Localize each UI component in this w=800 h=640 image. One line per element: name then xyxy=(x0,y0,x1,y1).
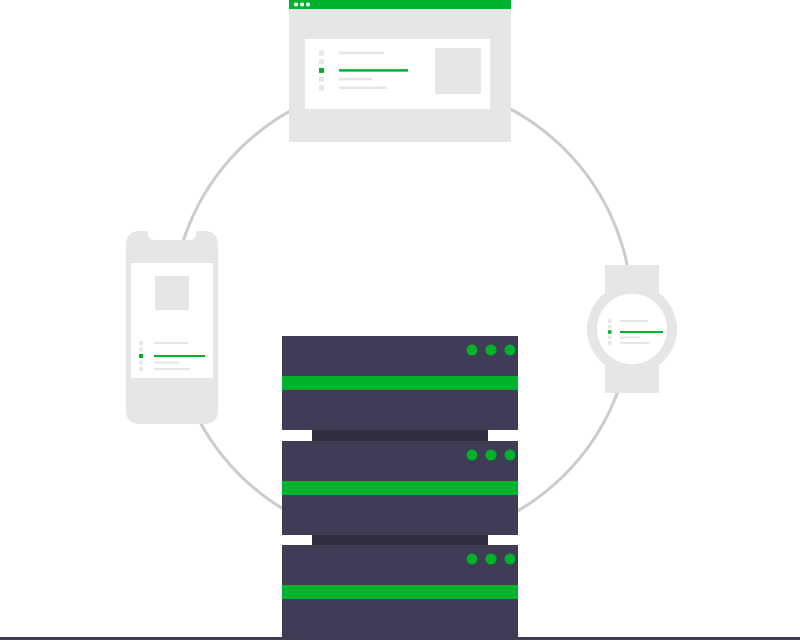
list-bullet xyxy=(608,341,612,345)
list-bullet xyxy=(319,59,324,65)
server-connector xyxy=(312,535,488,545)
smartwatch-icon xyxy=(587,265,677,393)
list-line xyxy=(339,86,387,90)
smartphone-icon xyxy=(126,231,218,424)
server-unit-stripe xyxy=(282,585,518,599)
phone-image-placeholder xyxy=(155,276,189,310)
server-unit-stripe xyxy=(282,376,518,390)
list-line xyxy=(154,355,205,357)
status-light xyxy=(504,449,516,461)
status-light xyxy=(466,553,478,565)
browser-list xyxy=(319,50,408,91)
list-line xyxy=(339,69,408,72)
browser-dot-2 xyxy=(300,2,304,7)
phone-list xyxy=(139,341,205,371)
list-line xyxy=(154,361,179,364)
browser-dot-3 xyxy=(306,2,310,7)
browser-image-placeholder xyxy=(435,48,481,94)
list-line xyxy=(154,342,188,344)
watch-face xyxy=(597,294,667,364)
list-bullet xyxy=(319,67,324,73)
list-line xyxy=(339,77,372,81)
list-bullet xyxy=(139,341,143,345)
status-light xyxy=(466,449,478,461)
list-bullet xyxy=(139,360,143,365)
list-bullet xyxy=(139,347,143,352)
status-light xyxy=(485,553,497,565)
status-light xyxy=(504,553,516,565)
list-line xyxy=(339,51,384,55)
list-bullet xyxy=(608,335,612,340)
list-bullet xyxy=(139,367,143,371)
status-light xyxy=(485,344,497,356)
server-unit-stripe xyxy=(282,481,518,495)
list-line xyxy=(154,368,190,370)
server-rack-icon xyxy=(282,336,518,639)
list-line xyxy=(620,342,650,344)
status-light xyxy=(466,344,478,356)
server-connector xyxy=(312,430,488,441)
watch-list xyxy=(608,319,663,345)
browser-dot-1 xyxy=(294,2,298,7)
list-bullet xyxy=(319,50,324,56)
list-bullet xyxy=(608,319,612,323)
list-bullet xyxy=(319,76,324,82)
list-bullet xyxy=(608,324,612,329)
browser-title-bar xyxy=(289,0,511,9)
list-line xyxy=(620,331,663,333)
status-light xyxy=(485,449,497,461)
status-light xyxy=(504,344,516,356)
list-bullet xyxy=(319,85,324,91)
list-bullet xyxy=(139,354,143,358)
list-line xyxy=(620,320,648,322)
browser-window-icon xyxy=(289,0,511,142)
list-bullet xyxy=(608,330,612,334)
ground-line xyxy=(0,637,800,640)
list-line xyxy=(620,336,640,339)
